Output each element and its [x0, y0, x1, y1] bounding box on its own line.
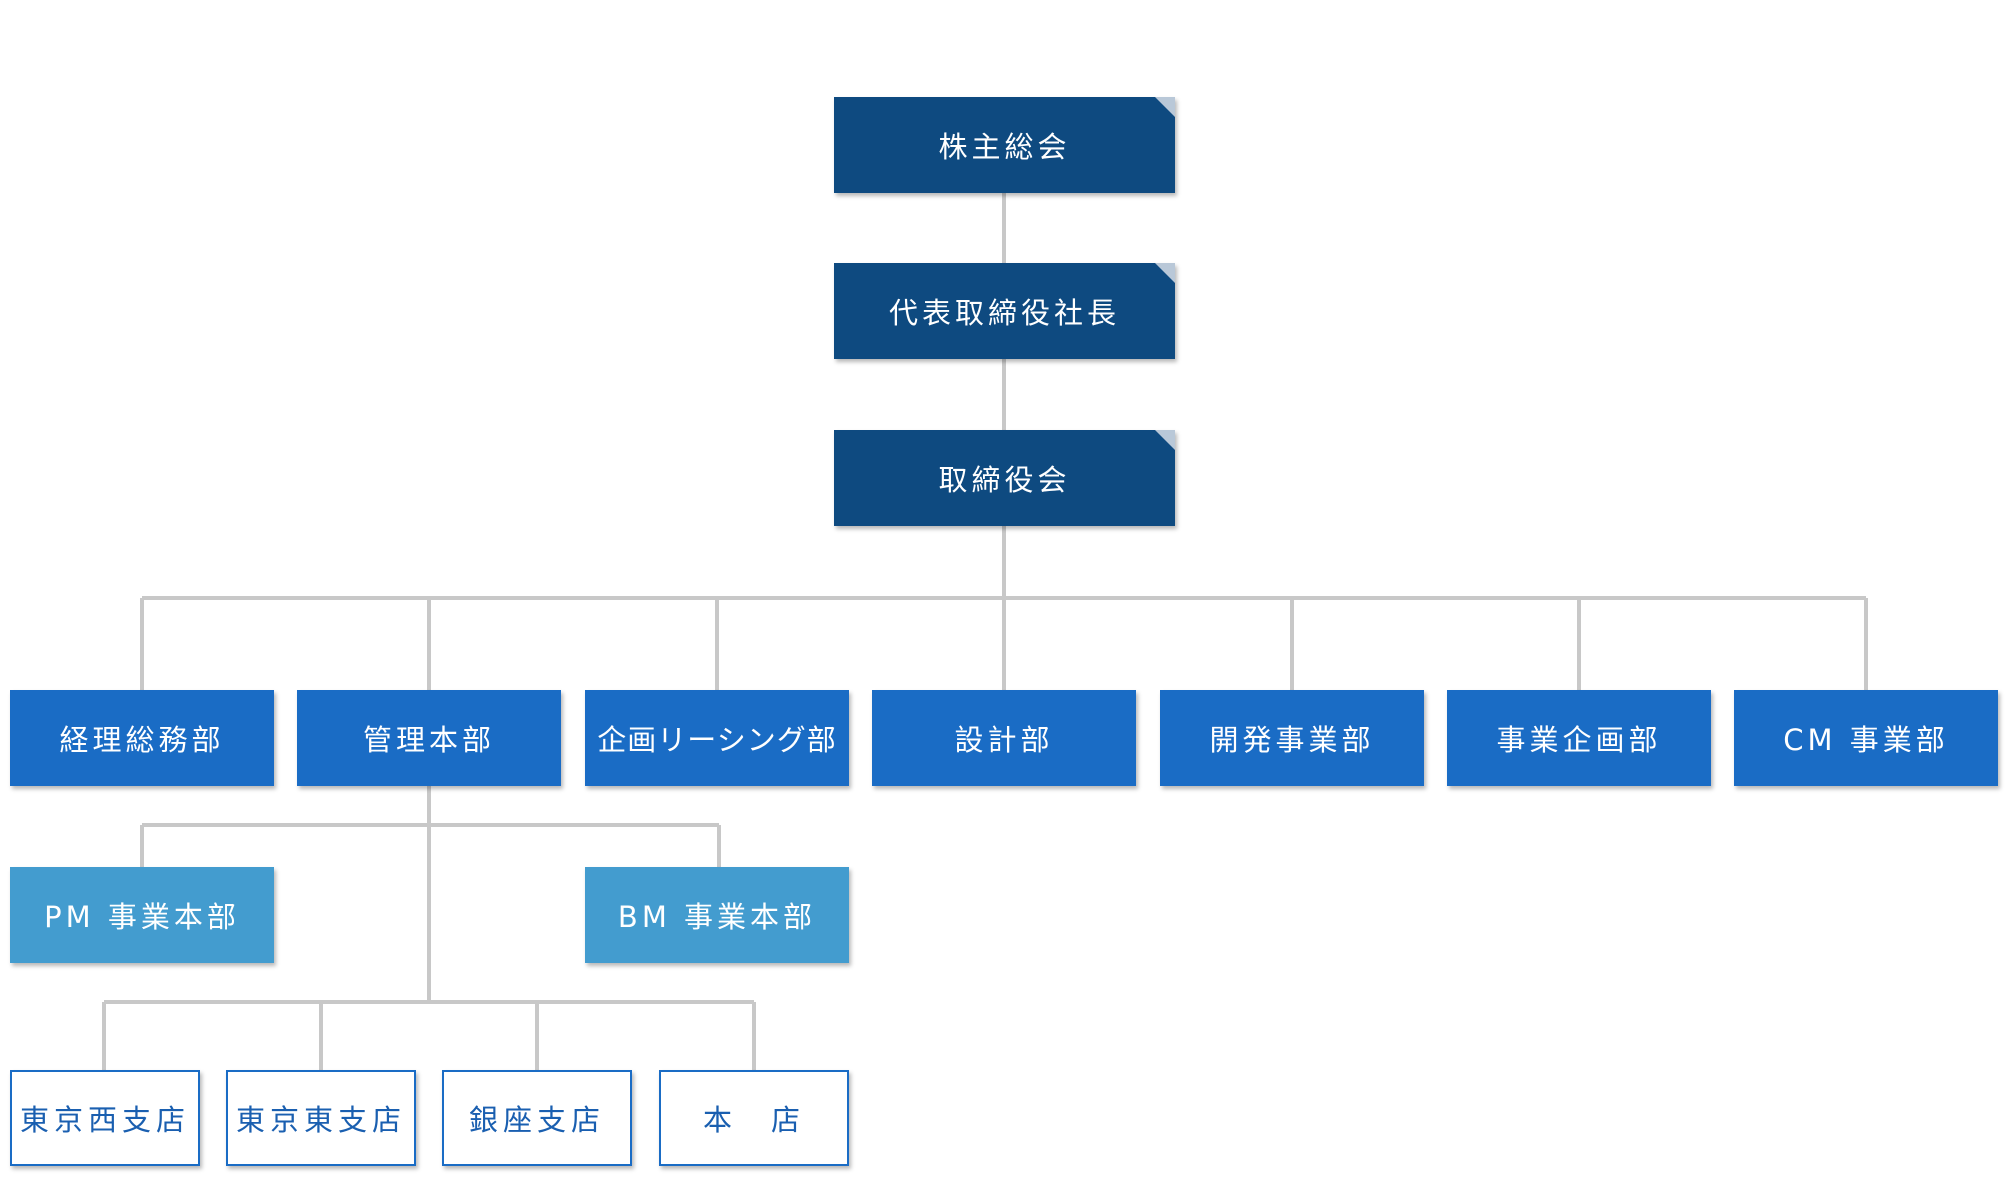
node-branch: 本 店 — [659, 1070, 849, 1166]
node-label: 株主総会 — [938, 130, 1071, 164]
node-label: BM 事業本部 — [617, 900, 817, 934]
node-label: 経理総務部 — [59, 723, 225, 757]
node-division: PM 事業本部 — [10, 867, 274, 963]
node-label: PM 事業本部 — [44, 900, 240, 934]
node-label: 東京東支店 — [235, 1103, 406, 1137]
node-label: 開発事業部 — [1209, 723, 1375, 757]
node-department: 管理本部 — [297, 690, 561, 786]
node-department: 設計部 — [872, 690, 1136, 786]
node-branch: 東京西支店 — [10, 1070, 200, 1166]
node-label: 代表取締役社長 — [888, 296, 1120, 330]
node-label: 本 店 — [702, 1103, 805, 1137]
node-label: CM 事業部 — [1783, 723, 1949, 757]
node-board-of-directors: 取締役会 — [834, 430, 1175, 526]
node-shareholders-meeting: 株主総会 — [834, 97, 1175, 193]
node-department: 企画リーシング部 — [585, 690, 849, 786]
node-label: 銀座支店 — [468, 1103, 605, 1137]
node-branch: 東京東支店 — [226, 1070, 416, 1166]
node-label: 東京西支店 — [19, 1103, 190, 1137]
node-department: CM 事業部 — [1734, 690, 1998, 786]
node-label: 管理本部 — [362, 723, 495, 757]
node-label: 設計部 — [954, 723, 1054, 757]
node-division: BM 事業本部 — [585, 867, 849, 963]
node-label: 企画リーシング部 — [597, 723, 837, 757]
node-department: 経理総務部 — [10, 690, 274, 786]
node-label: 取締役会 — [938, 463, 1071, 497]
node-branch: 銀座支店 — [442, 1070, 632, 1166]
node-label: 事業企画部 — [1496, 723, 1662, 757]
node-department: 開発事業部 — [1160, 690, 1424, 786]
node-department: 事業企画部 — [1447, 690, 1711, 786]
node-president: 代表取締役社長 — [834, 263, 1175, 359]
